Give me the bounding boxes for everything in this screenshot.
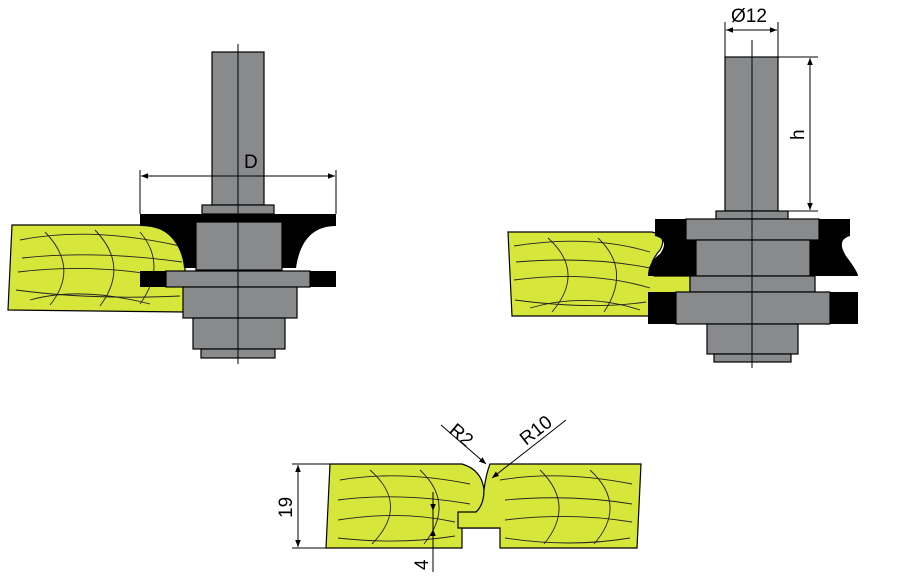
r2-leader-line [440,424,487,465]
joint-section-view: R2 R10 19 4 [276,412,642,572]
right-bit-body [695,239,811,277]
left-bit-body [195,221,283,271]
left-lower-ring [182,286,298,319]
left-profile-cutter [140,214,336,268]
shank-diameter-label: Ø12 [731,6,767,27]
left-bearing [192,317,286,350]
r2-label: R2 [445,420,477,452]
r10-leader-line [491,419,567,479]
right-cutter-view: Ø12 h [507,6,858,368]
r10-label: R10 [516,412,556,450]
left-cutter-view: D [7,44,337,364]
joint-right-board [457,463,642,549]
right-slot-cutter-hub [675,291,831,325]
height-label: h [788,129,809,140]
diameter-label: D [244,152,258,173]
tongue-depth-label: 4 [412,559,433,570]
board-thickness-label: 19 [276,497,297,518]
joint-wood-grain [337,469,633,545]
right-wood-grain [513,237,651,313]
